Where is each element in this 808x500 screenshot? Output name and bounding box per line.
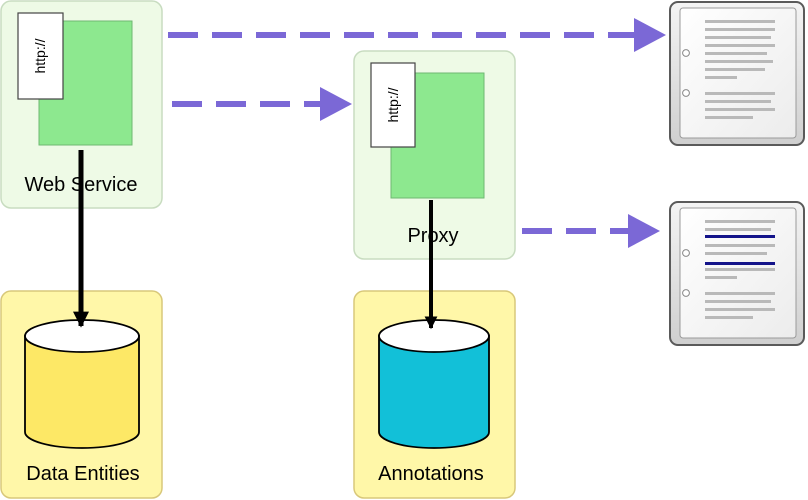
proxy-url-tag xyxy=(370,62,416,148)
proxy-url-text: http:// xyxy=(385,87,401,122)
data-entities-label: Data Entities xyxy=(26,463,139,485)
web-service-url-text: http:// xyxy=(32,38,48,73)
proxy-node: http:// Proxy xyxy=(353,50,516,260)
web-service-to-proxy-arrow xyxy=(172,87,352,121)
annotations-cylinder xyxy=(378,319,490,449)
annotated-document-icon xyxy=(669,201,805,346)
data-entities-node: Data Entities xyxy=(0,290,163,499)
proxy-to-annotated-document-arrow xyxy=(522,214,660,248)
highlight-line xyxy=(705,235,775,238)
annotations-label: Annotations xyxy=(378,463,484,485)
highlight-line xyxy=(705,262,775,265)
web-service-to-document-arrow xyxy=(168,18,666,52)
web-service-url-tag xyxy=(17,12,64,100)
data-entities-cylinder xyxy=(24,319,140,449)
annotations-node: Annotations xyxy=(353,290,516,499)
document-icon xyxy=(669,1,805,146)
